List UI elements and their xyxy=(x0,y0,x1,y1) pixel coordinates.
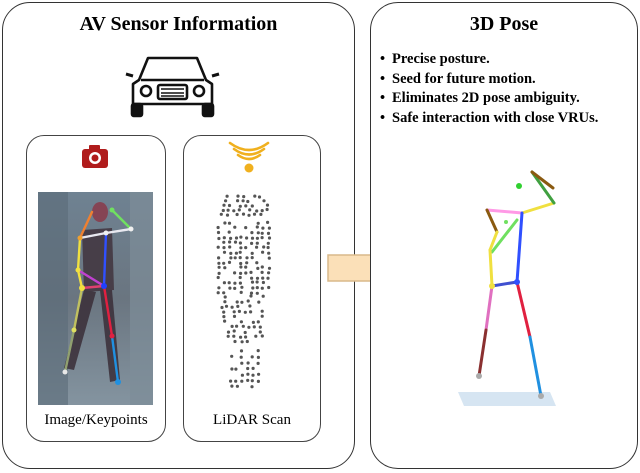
lidar-scan-caption: LiDAR Scan xyxy=(213,412,291,428)
sensor-info-title: AV Sensor Information xyxy=(79,13,278,35)
bullet-item: Precise posture. xyxy=(380,50,598,70)
bullet-item: Seed for future motion. xyxy=(380,70,598,90)
bullet-item: Safe interaction with close VRUs. xyxy=(380,109,598,129)
image-keypoints-card: Image/Keypoints xyxy=(26,135,166,442)
image-keypoints-caption: Image/Keypoints xyxy=(44,412,148,428)
pose-title: 3D Pose xyxy=(469,13,539,35)
pose-benefits-list: Precise posture. Seed for future motion.… xyxy=(380,50,598,128)
bullet-item: Eliminates 2D pose ambiguity. xyxy=(380,89,598,109)
lidar-scan-card: LiDAR Scan xyxy=(183,135,321,442)
